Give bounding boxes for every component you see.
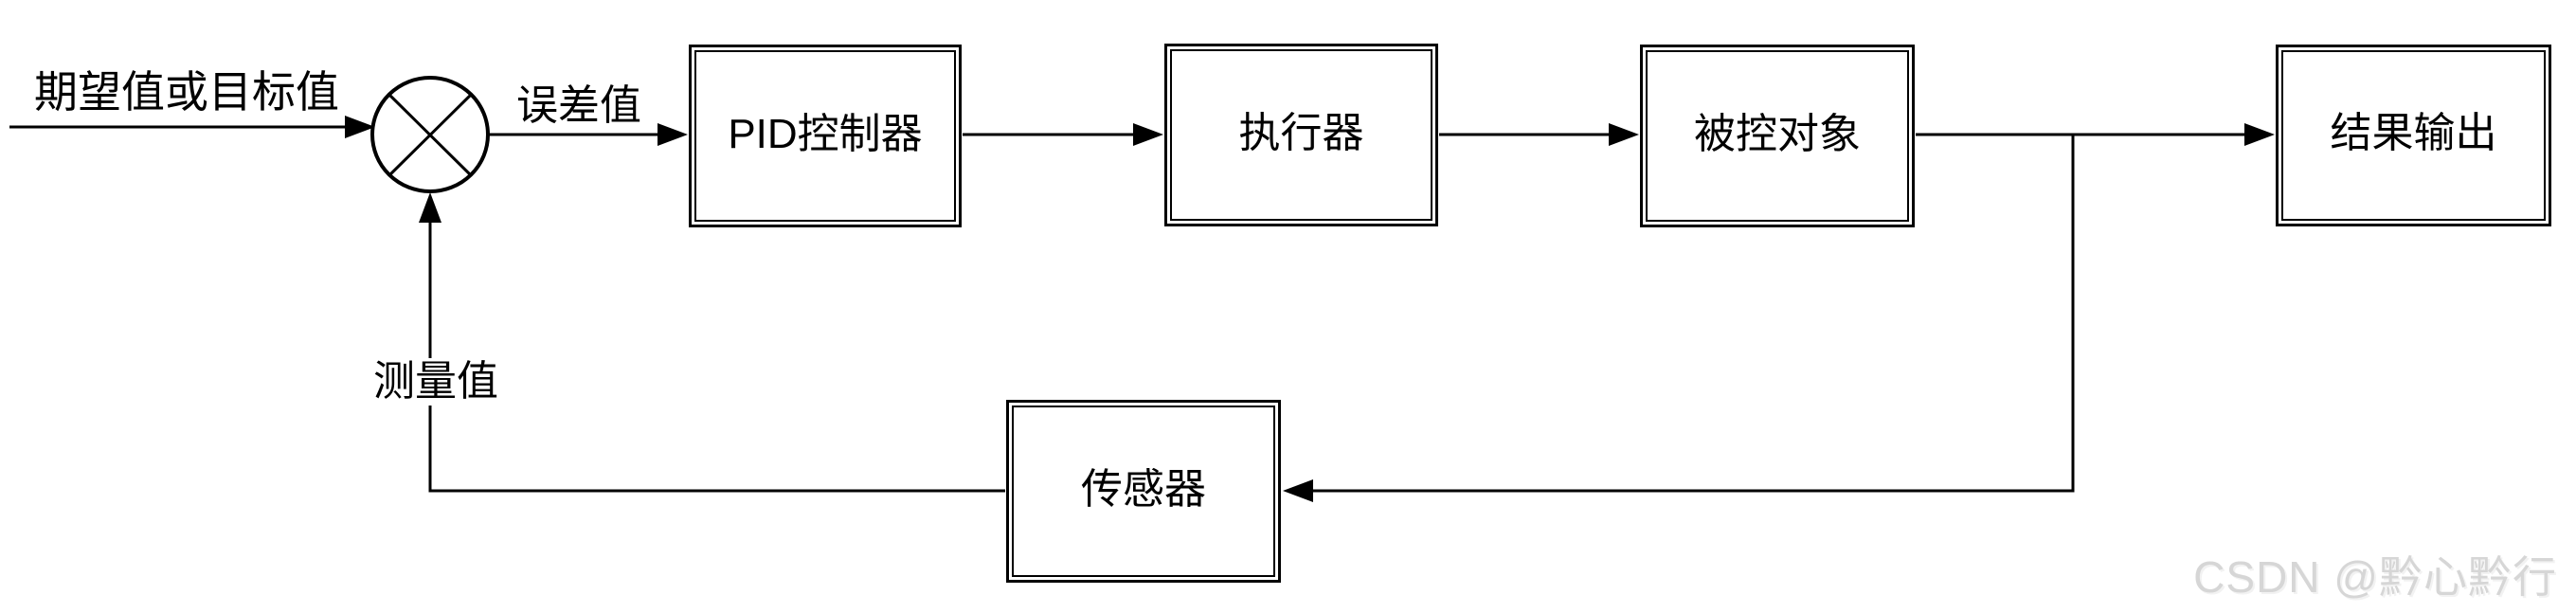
pid-to-actuator-arrow xyxy=(963,123,1163,146)
node-controlled-plant-label: 被控对象 xyxy=(1694,110,1861,157)
setpoint-label: 期望值或目标值 xyxy=(34,67,339,117)
node-actuator: 执行器 xyxy=(1164,44,1438,226)
csdn-watermark: CSDN @黔心黔行 xyxy=(2193,552,2557,602)
node-sensor-label: 传感器 xyxy=(1081,465,1206,513)
measured-value-arrow xyxy=(419,192,1005,493)
plant-to-output-arrow xyxy=(1916,123,2275,146)
measured-value-label: 测量值 xyxy=(368,358,504,406)
actuator-to-plant-arrow xyxy=(1439,123,1639,146)
summing-junction-icon xyxy=(370,76,490,193)
node-sensor: 传感器 xyxy=(1006,400,1281,583)
error-arrow xyxy=(488,123,688,146)
error-label: 误差值 xyxy=(516,82,641,129)
feedback-to-sensor-arrow xyxy=(1283,135,2075,502)
node-result-output: 结果输出 xyxy=(2276,45,2551,226)
setpoint-arrow xyxy=(9,116,375,138)
node-pid-controller-label: PID控制器 xyxy=(728,110,923,157)
node-controlled-plant: 被控对象 xyxy=(1640,45,1915,227)
node-pid-controller: PID控制器 xyxy=(689,45,962,227)
node-result-output-label: 结果输出 xyxy=(2330,110,2497,156)
node-actuator-label: 执行器 xyxy=(1238,109,1364,156)
